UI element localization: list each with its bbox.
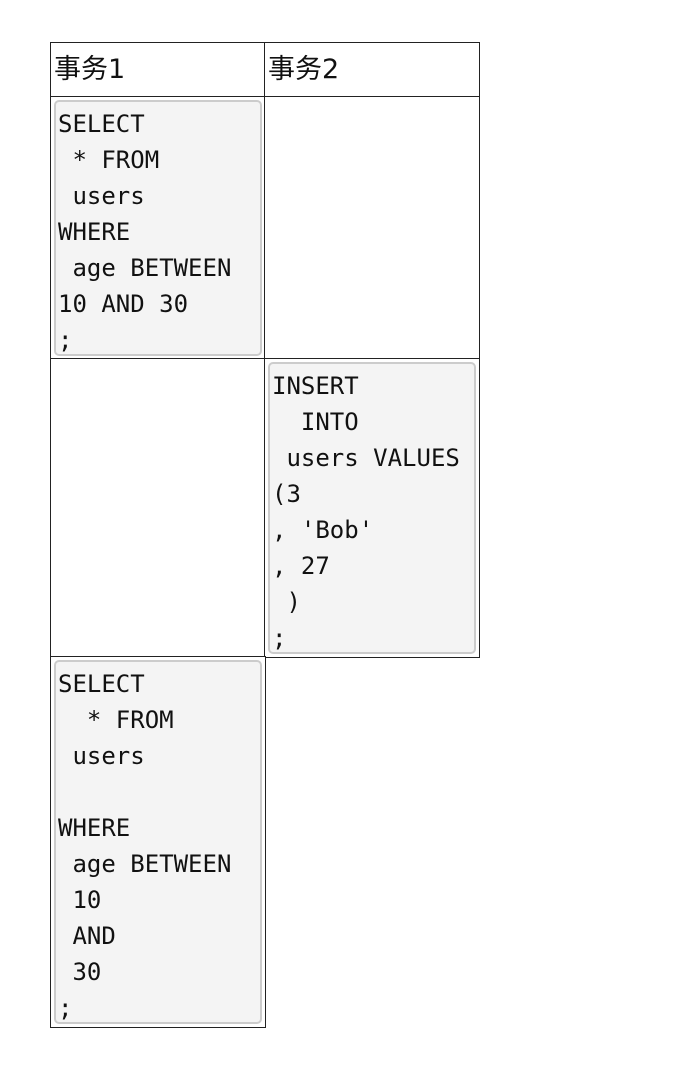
- transaction-table: 事务1 事务2 SELECT * FROM users WHERE age BE…: [50, 42, 480, 1028]
- sql-code-block: SELECT * FROM users WHERE age BETWEEN 10…: [54, 660, 262, 1024]
- sql-code-block: INSERT INTO users VALUES (3 , 'Bob' , 27…: [268, 362, 476, 654]
- row-3-transaction-1-cell: SELECT * FROM users WHERE age BETWEEN 10…: [50, 656, 266, 1028]
- row-1-transaction-1-cell: SELECT * FROM users WHERE age BETWEEN 10…: [50, 96, 266, 360]
- row-1-transaction-2-cell: [264, 96, 480, 360]
- sql-code-block: SELECT * FROM users WHERE age BETWEEN 10…: [54, 100, 262, 356]
- header-transaction-2: 事务2: [264, 42, 480, 98]
- header-transaction-1: 事务1: [50, 42, 266, 98]
- row-2-transaction-2-cell: INSERT INTO users VALUES (3 , 'Bob' , 27…: [264, 358, 480, 658]
- row-2-transaction-1-cell: [50, 358, 266, 658]
